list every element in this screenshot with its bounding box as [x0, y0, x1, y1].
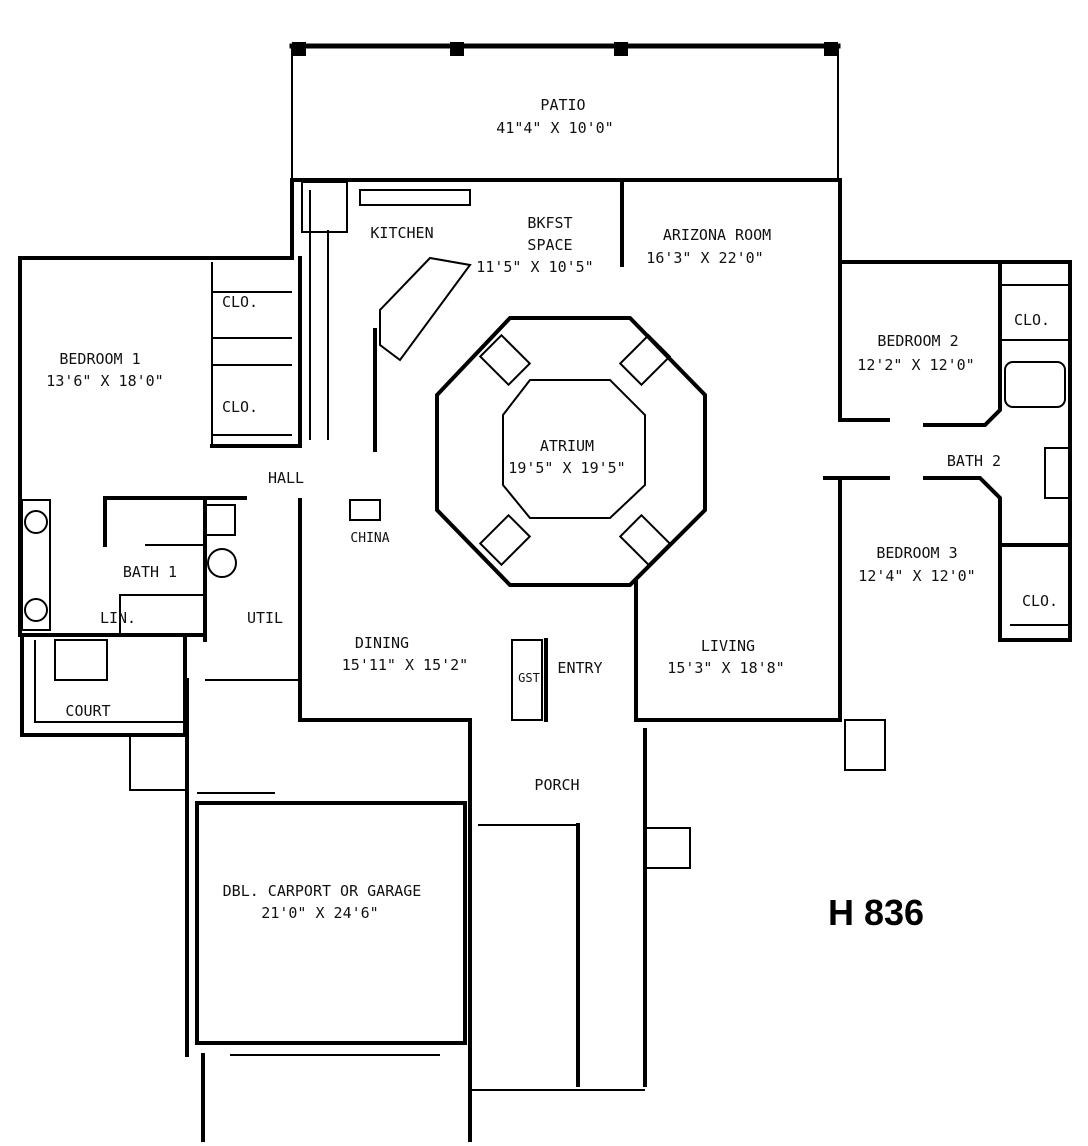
- arizona-room-size: 16'3" X 22'0": [646, 249, 763, 267]
- patio-label: PATIO: [540, 96, 585, 114]
- bedroom1-label: BEDROOM 1: [59, 350, 140, 368]
- bedroom3-size: 12'4" X 12'0": [858, 567, 975, 585]
- linen-label: LIN.: [100, 609, 136, 627]
- bkfst-label: BKFST: [527, 214, 572, 232]
- court-walls: [20, 633, 300, 791]
- bath1-label: BATH 1: [123, 563, 177, 581]
- porch-carport-walls: [185, 678, 691, 1142]
- bedroom2-size: 12'2" X 12'0": [857, 356, 974, 374]
- bath2-label: BATH 2: [947, 452, 1001, 470]
- carport-label: DBL. CARPORT OR GARAGE: [223, 882, 422, 900]
- closet-label: CLO.: [1014, 311, 1050, 329]
- dining-size: 15'11" X 15'2": [342, 656, 468, 674]
- bedrooms-wing: [823, 260, 1072, 771]
- arizona-room-label: ARIZONA ROOM: [663, 226, 771, 244]
- closet-label: CLO.: [1022, 592, 1058, 610]
- court-label: COURT: [65, 702, 110, 720]
- dining-label: DINING: [355, 634, 409, 652]
- atrium-octagon: [435, 316, 707, 587]
- atrium-label: ATRIUM: [540, 437, 594, 455]
- atrium-size: 19'5" X 19'5": [508, 459, 625, 477]
- main-walls: [290, 178, 842, 722]
- entry-label: ENTRY: [557, 659, 602, 677]
- china-label: CHINA: [350, 531, 389, 546]
- bkfst-size: 11'5" X 10'5": [476, 258, 593, 276]
- bedroom1-wing: [18, 256, 302, 642]
- bedroom3-label: BEDROOM 3: [876, 544, 957, 562]
- hall-label: HALL: [268, 469, 304, 487]
- bedroom1-size: 13'6" X 18'0": [46, 372, 163, 390]
- closet-label: CLO.: [222, 293, 258, 311]
- plan-code: H 836: [828, 892, 924, 933]
- living-label: LIVING: [701, 637, 755, 655]
- patio-walls: [289, 42, 841, 180]
- bkfst-label-2: SPACE: [527, 236, 572, 254]
- kitchen-label: KITCHEN: [370, 224, 433, 242]
- carport-size: 21'0" X 24'6": [261, 904, 378, 922]
- closet-label: CLO.: [222, 398, 258, 416]
- utility-label: UTIL: [247, 609, 283, 627]
- porch-label: PORCH: [534, 776, 579, 794]
- guest-closet-label: GST: [518, 671, 540, 685]
- bedroom2-label: BEDROOM 2: [877, 332, 958, 350]
- patio-size: 41"4" X 10'0": [496, 119, 613, 137]
- living-size: 15'3" X 18'8": [667, 659, 784, 677]
